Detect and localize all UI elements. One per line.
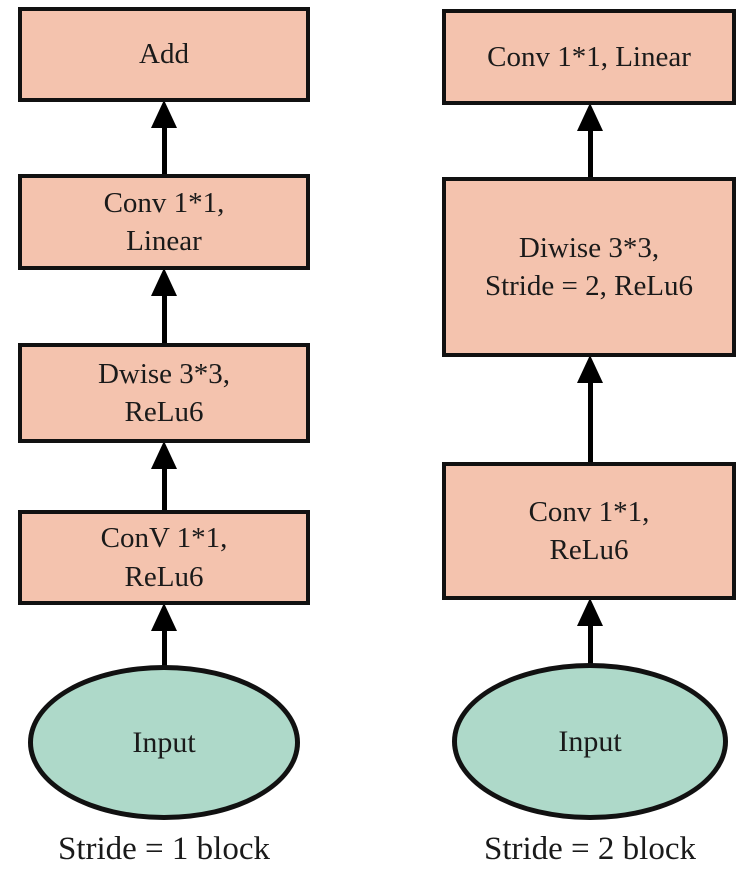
left-arrow-input-to-conv-icon (150, 603, 178, 667)
right-arrow-input-to-conv-icon (576, 598, 604, 665)
arrow-stem (587, 379, 593, 464)
left-arrow-conv-to-dwise-icon (150, 441, 178, 512)
arrowhead-up-icon (151, 603, 177, 631)
left-input-ellipse: Input (28, 665, 300, 820)
arrowhead-up-icon (151, 268, 177, 296)
arrowhead-up-icon (151, 441, 177, 469)
left-dwise-line2: ReLu6 (124, 396, 204, 428)
left-conv-relu6-line2: ReLu6 (124, 560, 204, 593)
arrow-stem (161, 627, 167, 667)
left-arrow-conv-to-add-icon (150, 100, 178, 176)
right-input-ellipse: Input (452, 663, 728, 820)
right-conv-linear-box: Conv 1*1, Linear (442, 9, 736, 105)
right-conv-linear-label: Conv 1*1, Linear (487, 40, 691, 73)
arrowhead-up-icon (151, 100, 177, 128)
left-arrow-dwise-to-conv-icon (150, 268, 178, 345)
right-arrow-diwise-to-conv-icon (576, 103, 604, 179)
left-dwise-line1: Dwise 3*3, (97, 357, 231, 390)
arrow-stem (587, 127, 593, 179)
right-input-label: Input (558, 724, 622, 758)
left-caption: Stride = 1 block (57, 831, 270, 867)
right-conv-relu6-box: Conv 1*1, ReLu6 (442, 462, 736, 600)
right-diwise-line1: Diwise 3*3, (518, 231, 660, 264)
left-dwise-box: Dwise 3*3, ReLu6 (18, 343, 310, 443)
arrow-stem (161, 465, 167, 512)
arrow-stem (161, 124, 167, 176)
right-arrow-conv-to-diwise-icon (576, 355, 604, 464)
left-conv-linear-line2: Linear (126, 225, 202, 257)
left-conv-linear-line1: Conv 1*1, (103, 186, 225, 219)
arrowhead-up-icon (577, 355, 603, 383)
left-add-box: Add (18, 7, 310, 102)
arrow-stem (587, 622, 593, 665)
left-add-label: Add (139, 38, 189, 71)
arrowhead-up-icon (577, 598, 603, 626)
right-conv-relu6-line2: ReLu6 (549, 534, 629, 566)
right-diwise-box: Diwise 3*3, Stride = 2, ReLu6 (442, 177, 736, 357)
right-caption: Stride = 2 block (483, 831, 696, 867)
right-conv-relu6-line1: Conv 1*1, (528, 495, 650, 528)
arrowhead-up-icon (577, 103, 603, 131)
left-conv-linear-box: Conv 1*1, Linear (18, 174, 310, 270)
left-conv-relu6-line1: ConV 1*1, (100, 522, 228, 555)
right-diwise-line2: Stride = 2, ReLu6 (484, 270, 694, 302)
left-conv-relu6-box: ConV 1*1, ReLu6 (18, 510, 310, 605)
left-input-label: Input (132, 725, 196, 759)
arrow-stem (161, 292, 167, 345)
